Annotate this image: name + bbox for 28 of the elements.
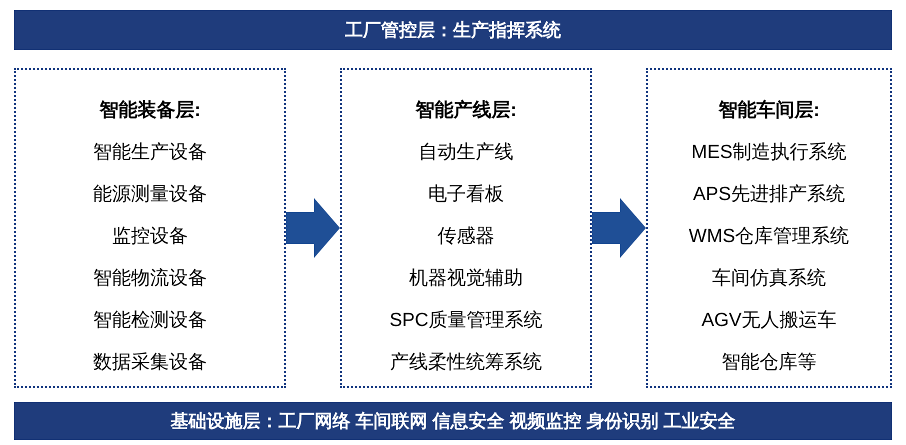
panel-heading: 智能产线层:: [415, 98, 517, 123]
layer-panel: [14, 68, 286, 388]
list-item: 传感器: [438, 225, 494, 249]
list-item: 智能检测设备: [93, 309, 207, 333]
list-item: MES制造执行系统: [691, 141, 847, 165]
list-item: 监控设备: [112, 225, 188, 249]
list-item: 电子看板: [428, 183, 504, 207]
list-item: 机器视觉辅助: [409, 267, 523, 291]
list-item: SPC质量管理系统: [389, 309, 543, 333]
list-item: 智能物流设备: [93, 267, 207, 291]
list-item: WMS仓库管理系统: [688, 225, 850, 249]
list-item: 智能生产设备: [93, 141, 207, 165]
panel-heading: 智能车间层:: [718, 98, 820, 123]
block-arrow: [592, 198, 646, 258]
layer-banner: 基础设施层：工厂网络 车间联网 信息安全 视频监控 身份识别 工业安全: [14, 402, 892, 440]
layer-panel: [646, 68, 892, 388]
panel-heading: 智能装备层:: [99, 99, 201, 123]
layer-banner: 工厂管控层：生产指挥系统: [14, 10, 892, 50]
layer-panel: [340, 68, 592, 388]
list-item: 产线柔性统筹系统: [390, 351, 542, 375]
list-item: APS先进排产系统: [692, 183, 846, 207]
list-item: 自动生产线: [418, 141, 514, 165]
block-arrow: [286, 198, 340, 258]
list-item: 数据采集设备: [93, 351, 207, 375]
list-item: 能源测量设备: [93, 183, 207, 207]
list-item: 智能仓库等: [722, 351, 816, 375]
list-item: 车间仿真系统: [712, 267, 826, 291]
list-item: AGV无人搬运车: [701, 309, 837, 333]
